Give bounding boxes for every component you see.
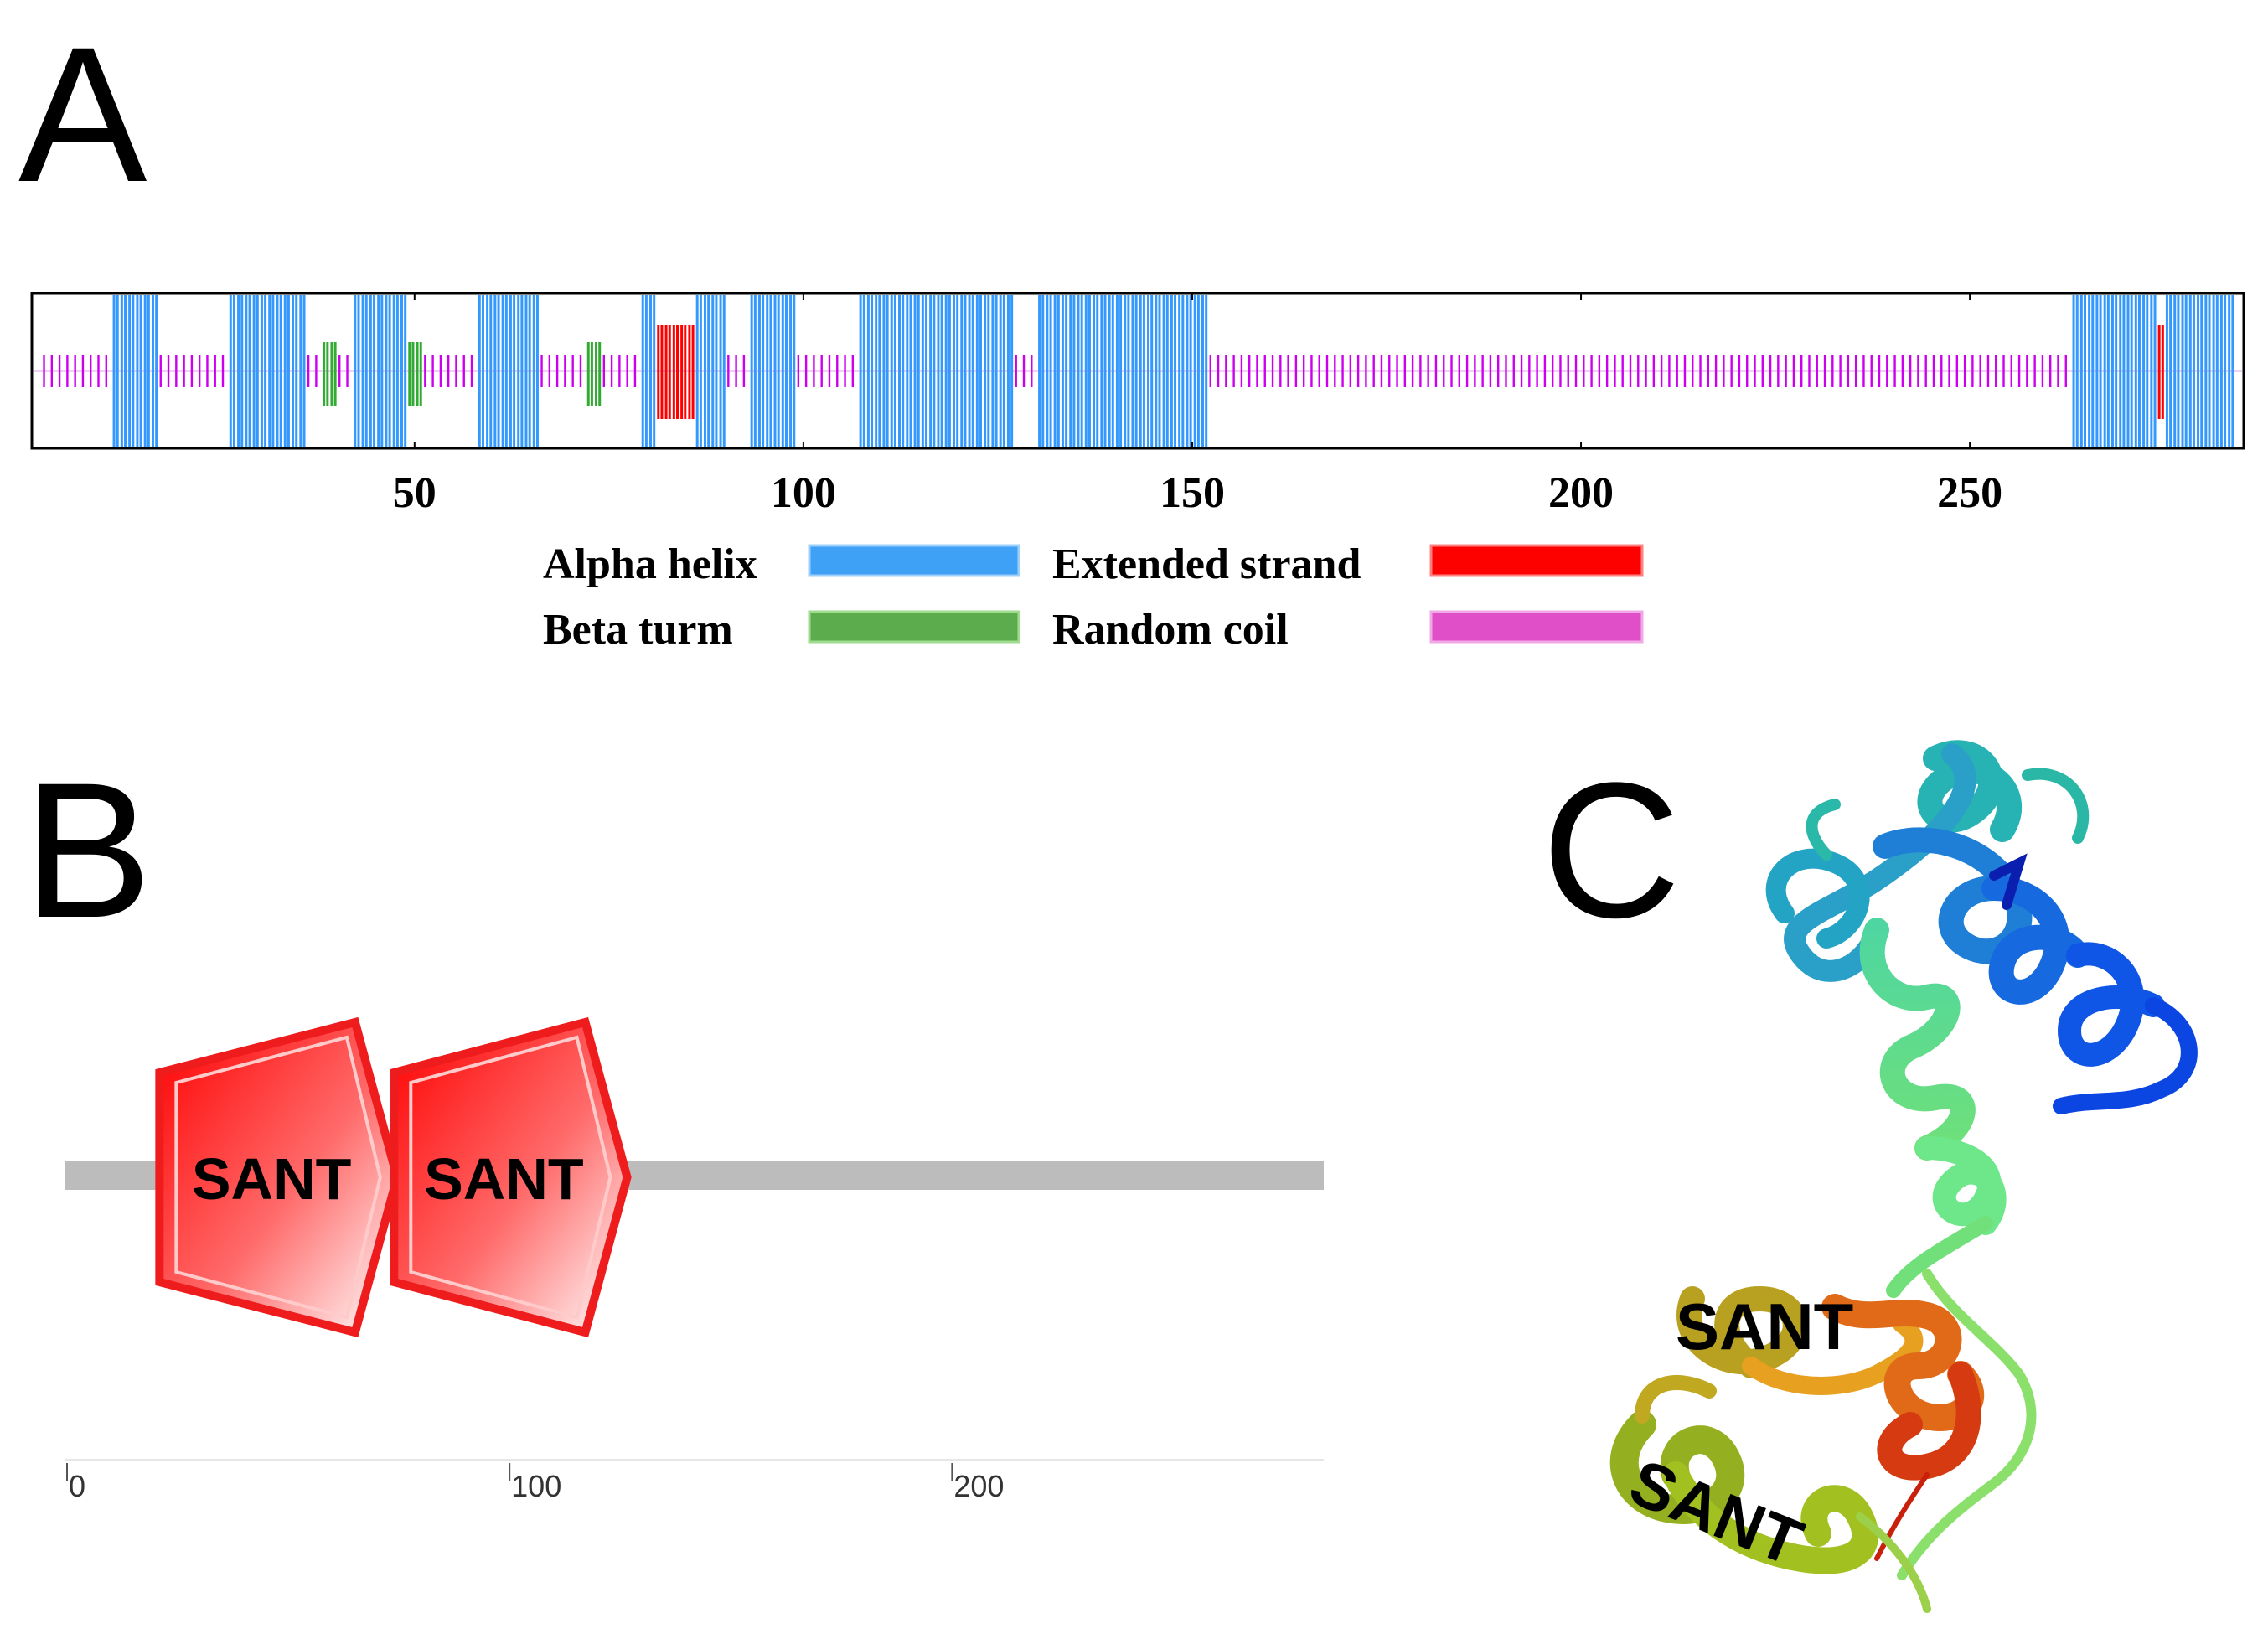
secondary-structure-marks <box>43 295 2234 447</box>
protein-3d-structure: SANT SANT <box>1609 740 2198 1613</box>
structure-label-sant-1: SANT <box>1676 1290 1853 1363</box>
axis-tick-label: 150 <box>1160 469 1225 517</box>
legend-swatch-beta-turn <box>808 610 1020 644</box>
legend-label-random-coil: Random coil <box>1052 606 1289 654</box>
sant-domain-inner-edge <box>409 1035 612 1320</box>
axis-tick-label: 50 <box>393 469 437 517</box>
legend-swatch-extended-strand <box>1429 544 1644 577</box>
sant-domain-label: SANT <box>192 1146 352 1212</box>
domains: SANT SANT <box>155 1016 632 1338</box>
sant-domain-label: SANT <box>424 1146 584 1212</box>
axis-tick-label: 250 <box>1937 469 2002 517</box>
legend-label-alpha-helix: Alpha helix <box>543 540 757 588</box>
legend: Alpha helix Extended strand Beta turm Ra… <box>543 540 1644 654</box>
sant-domain-shape <box>155 1016 402 1338</box>
scale-tick-label: 0 <box>69 1469 85 1503</box>
axis-tick-label: 100 <box>771 469 836 517</box>
axis-tick-label: 200 <box>1548 469 1614 517</box>
domain-architecture-panel: SANT SANT 0 100 200 <box>65 1016 1324 1503</box>
sant-domain-shape <box>390 1016 632 1338</box>
legend-swatch-alpha-helix <box>808 544 1020 577</box>
legend-label-beta-turn: Beta turm <box>543 606 733 654</box>
ribbon-upper-lobe <box>1765 740 2198 1114</box>
ribbon-lower-lobe <box>1609 1285 1985 1613</box>
panel-label-c: C <box>1542 742 1682 958</box>
panel-label-b: B <box>23 742 152 958</box>
sant-domain-inner-edge <box>174 1035 382 1320</box>
scale-tick-label: 100 <box>511 1469 561 1503</box>
panel-label-a: A <box>18 7 147 222</box>
ribbon-middle-helix <box>1859 918 2037 1580</box>
secondary-structure-axis: 50 100 150 200 250 <box>393 293 2002 517</box>
scale-tick-label: 200 <box>953 1469 1004 1503</box>
scale-ticks: 0 100 200 <box>66 1463 1004 1503</box>
secondary-structure-panel: 50 100 150 200 250 <box>30 292 2245 517</box>
legend-label-extended-strand: Extended strand <box>1052 540 1361 588</box>
legend-swatch-random-coil <box>1429 610 1644 644</box>
